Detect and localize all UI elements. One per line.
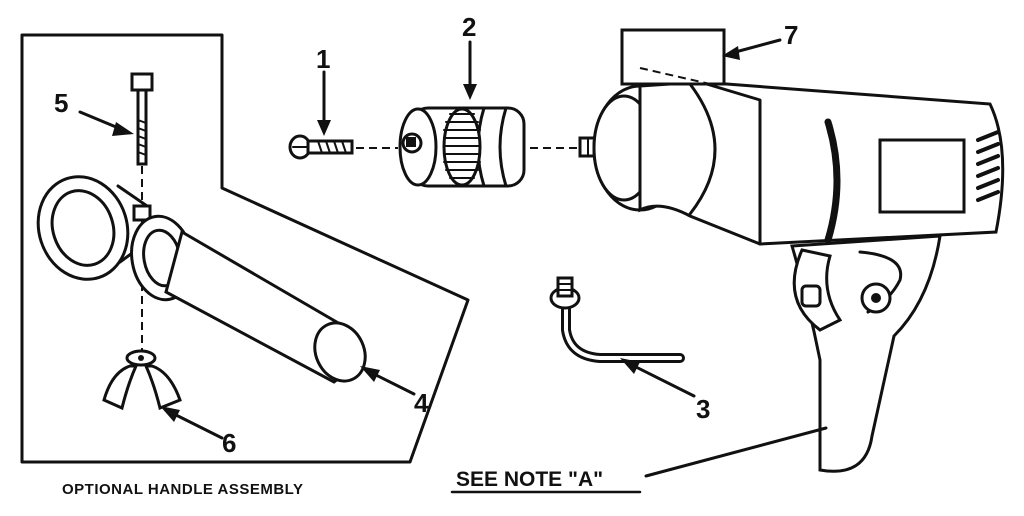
part-2-chuck — [398, 106, 526, 188]
part-4-side-handle — [36, 175, 367, 384]
part-6-wing-nut — [102, 349, 182, 411]
callout-7: 7 — [784, 20, 798, 50]
leader-lines — [78, 38, 828, 478]
part-3-chuck-key — [549, 276, 685, 363]
part-5-bolt — [130, 72, 154, 166]
callout-4: 4 — [414, 388, 429, 418]
callout-6: 6 — [222, 428, 236, 458]
see-note-a-label: SEE NOTE "A" — [456, 468, 603, 491]
callout-3: 3 — [696, 394, 710, 424]
callout-1: 1 — [316, 44, 330, 74]
optional-handle-frame — [20, 33, 470, 464]
drill-body — [578, 28, 1005, 473]
callout-2: 2 — [462, 12, 476, 42]
optional-handle-assembly-caption: OPTIONAL HANDLE ASSEMBLY — [62, 481, 303, 498]
part-1-screw — [288, 134, 354, 160]
callout-5: 5 — [54, 88, 68, 118]
